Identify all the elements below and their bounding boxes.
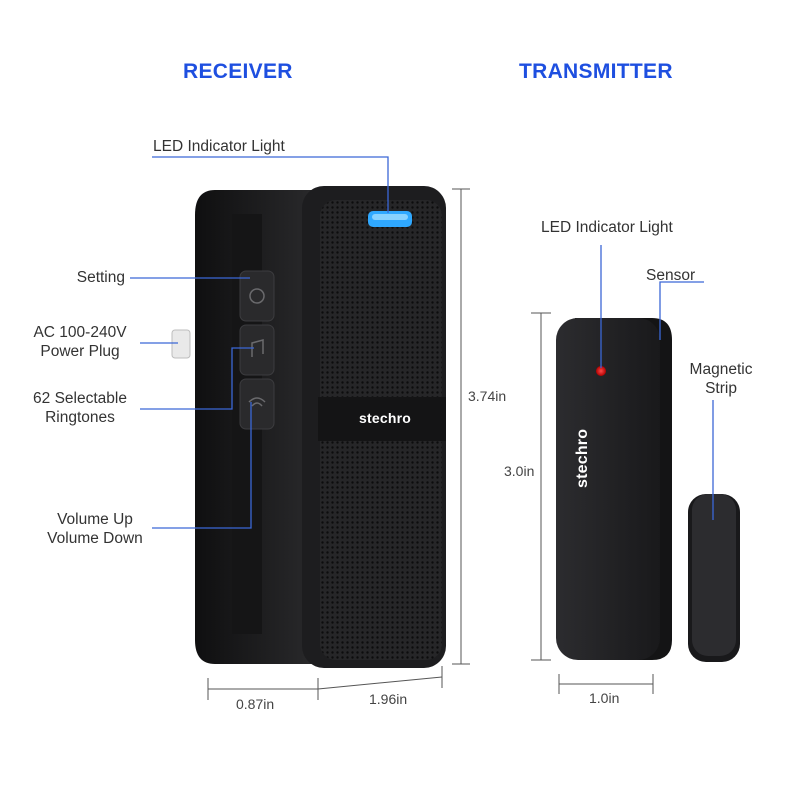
sensor-label: Sensor — [646, 267, 696, 284]
ringtones-label: 62 Selectable Ringtones — [10, 389, 150, 427]
receiver-height-dimension: 3.74in — [468, 388, 507, 404]
receiver-callout-lines — [130, 156, 389, 529]
transmitter-callout-lines — [600, 245, 714, 520]
music-note-icon — [251, 339, 264, 357]
ringtones-label-line1: 62 Selectable — [33, 390, 127, 407]
led-callout-line — [152, 156, 389, 213]
transmitter-device — [556, 318, 672, 660]
power-plug-prong — [171, 329, 191, 359]
ringtone-button[interactable] — [239, 324, 275, 376]
volume-wave-icon — [248, 397, 266, 407]
power-plug-label: AC 100-240V Power Plug — [10, 323, 150, 361]
power-plug-label-line1: AC 100-240V — [33, 324, 127, 341]
magnetic-strip-label-line2: Strip — [705, 380, 737, 397]
receiver-led-label: LED Indicator Light — [153, 138, 285, 155]
setting-button[interactable] — [239, 270, 275, 322]
transmitter-dimension-lines — [531, 312, 654, 694]
transmitter-width-dimension: 1.0in — [589, 690, 620, 706]
transmitter-led-label: LED Indicator Light — [541, 219, 673, 236]
gear-icon — [249, 288, 265, 304]
ringtone-callout-line — [140, 347, 254, 410]
receiver-heading: RECEIVER — [183, 60, 293, 83]
transmitter-front-body — [556, 318, 660, 660]
receiver-dimension-lines — [207, 188, 470, 700]
transmitter-heading: TRANSMITTER — [519, 60, 673, 83]
volume-label-line1: Volume Up — [57, 511, 133, 528]
receiver-brand-band — [318, 397, 446, 441]
volume-callout-line — [152, 402, 252, 529]
receiver-device — [171, 186, 446, 668]
volume-label: Volume Up Volume Down — [10, 510, 180, 548]
volume-button[interactable] — [239, 378, 275, 430]
magnetic-strip-device — [688, 494, 740, 662]
receiver-width-dimension: 1.96in — [369, 691, 408, 707]
power-plug-label-line2: Power Plug — [40, 343, 120, 360]
magnetic-strip-label-line1: Magnetic — [689, 361, 753, 378]
receiver-brand-logo: stechro — [359, 410, 411, 426]
volume-label-line2: Volume Down — [47, 530, 143, 547]
magnetic-strip-label: Magnetic Strip — [676, 360, 766, 398]
transmitter-led-light — [596, 366, 606, 376]
sensor-callout-line — [659, 281, 704, 340]
transmitter-height-dimension: 3.0in — [504, 463, 535, 479]
ringtones-label-line2: Ringtones — [45, 409, 115, 426]
magnetic-strip-front — [692, 494, 736, 656]
setting-label: Setting — [76, 269, 125, 286]
receiver-led-highlight — [372, 214, 408, 220]
receiver-depth-dimension: 0.87in — [236, 696, 275, 712]
transmitter-brand-logo: stechro — [574, 428, 591, 488]
